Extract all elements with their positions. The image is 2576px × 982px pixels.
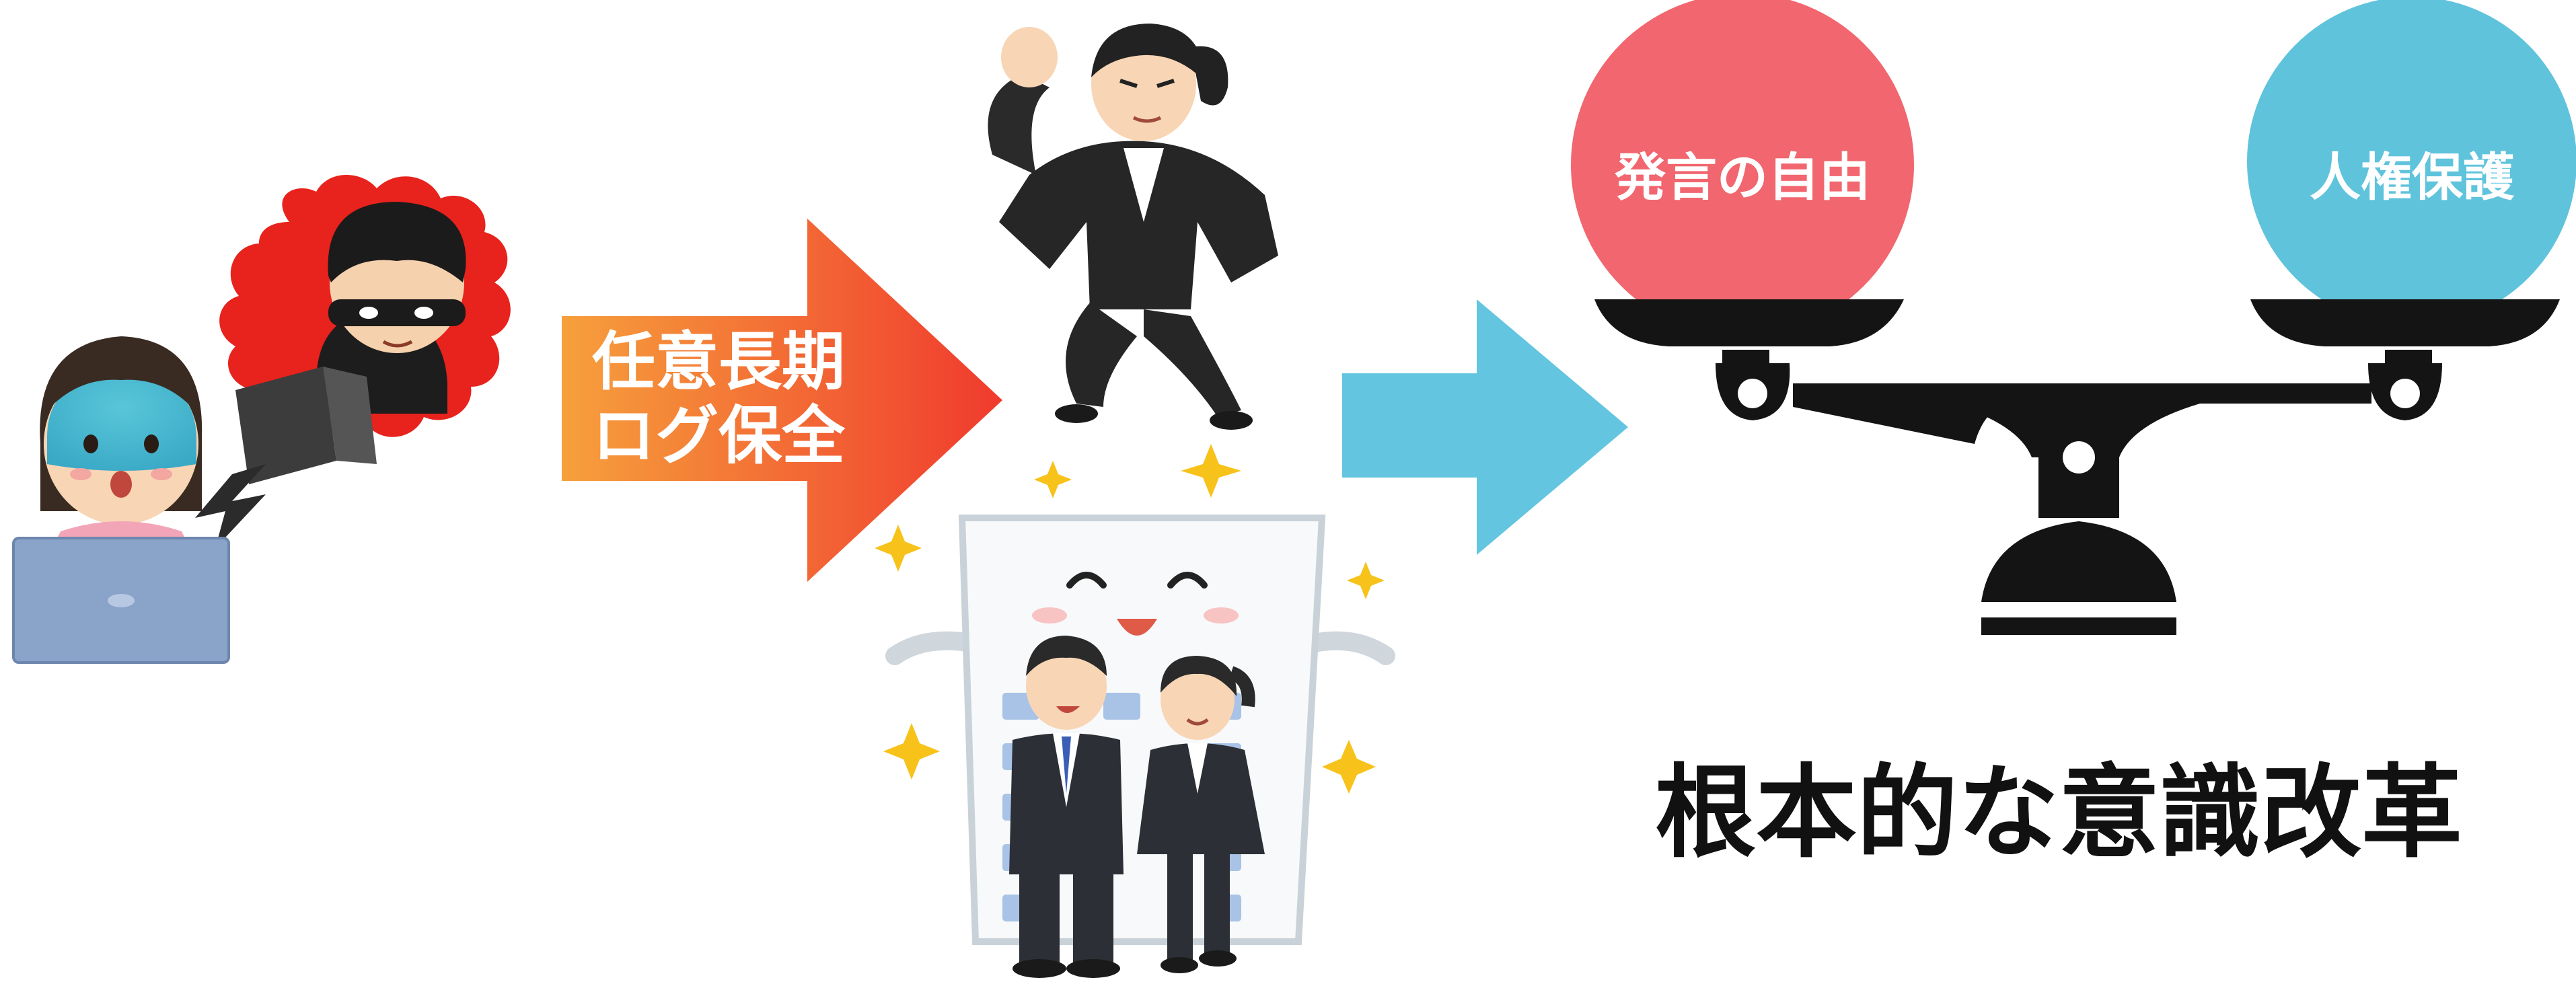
- right-ball: [2247, 0, 2576, 326]
- arrow-label-line2: ログ保全: [592, 400, 846, 473]
- spark-icon: [875, 525, 922, 572]
- arrow-label-line1: 任意長期: [592, 326, 845, 399]
- spark-icon: [1347, 562, 1385, 599]
- spark-icon: [883, 723, 940, 780]
- log-retention-arrow: 任意長期 ログ保全: [562, 219, 1002, 582]
- businesswoman-icon: [1137, 656, 1265, 973]
- spark-icon: [1181, 444, 1241, 498]
- spark-icon: [1034, 461, 1072, 498]
- hacker-group: [195, 175, 511, 548]
- transition-arrow: [1342, 299, 1628, 555]
- balance-scale-icon: 発言の自由 人権保護: [1571, 0, 2576, 635]
- left-ball: [1571, 0, 1914, 336]
- spark-icon: [1322, 740, 1376, 794]
- left-ball-label: 発言の自由: [1615, 147, 1870, 207]
- conclusion-text: 根本的な意識改革: [1655, 755, 2462, 872]
- businessman-icon: [1009, 636, 1124, 978]
- happy-company-building-icon: [885, 515, 1395, 978]
- masked-hacker-icon: [235, 202, 466, 484]
- lightning-bolt-icon: [195, 464, 266, 548]
- strong-businesswoman-icon: [988, 24, 1278, 430]
- victim-group: [12, 336, 230, 664]
- sparkles: [875, 444, 1385, 794]
- right-ball-label: 人権保護: [2310, 147, 2515, 207]
- worried-user-at-laptop-icon: [12, 336, 230, 664]
